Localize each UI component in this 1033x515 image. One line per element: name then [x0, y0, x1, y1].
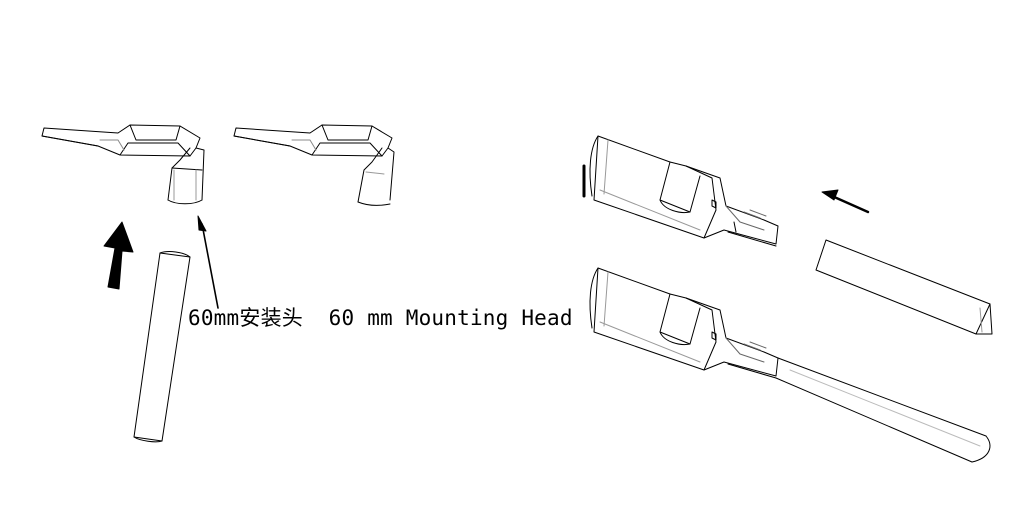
mounting-head-caption: 60mm安装头 60 mm Mounting Head	[188, 302, 573, 332]
street-light-left-2	[233, 124, 395, 206]
street-light-left-1	[41, 124, 205, 205]
street-light-right-top	[582, 135, 779, 247]
leader-arrow-icon	[197, 215, 219, 309]
left-arrow-icon	[821, 189, 870, 214]
pole-tube-right	[815, 239, 993, 335]
caption-label-zh: 60mm安装头	[188, 306, 303, 330]
caption-label-en: 60 mm Mounting Head	[328, 306, 573, 330]
pole-tube-left	[133, 251, 191, 443]
street-light-right-bottom	[589, 267, 991, 463]
up-arrow-icon	[103, 221, 134, 290]
